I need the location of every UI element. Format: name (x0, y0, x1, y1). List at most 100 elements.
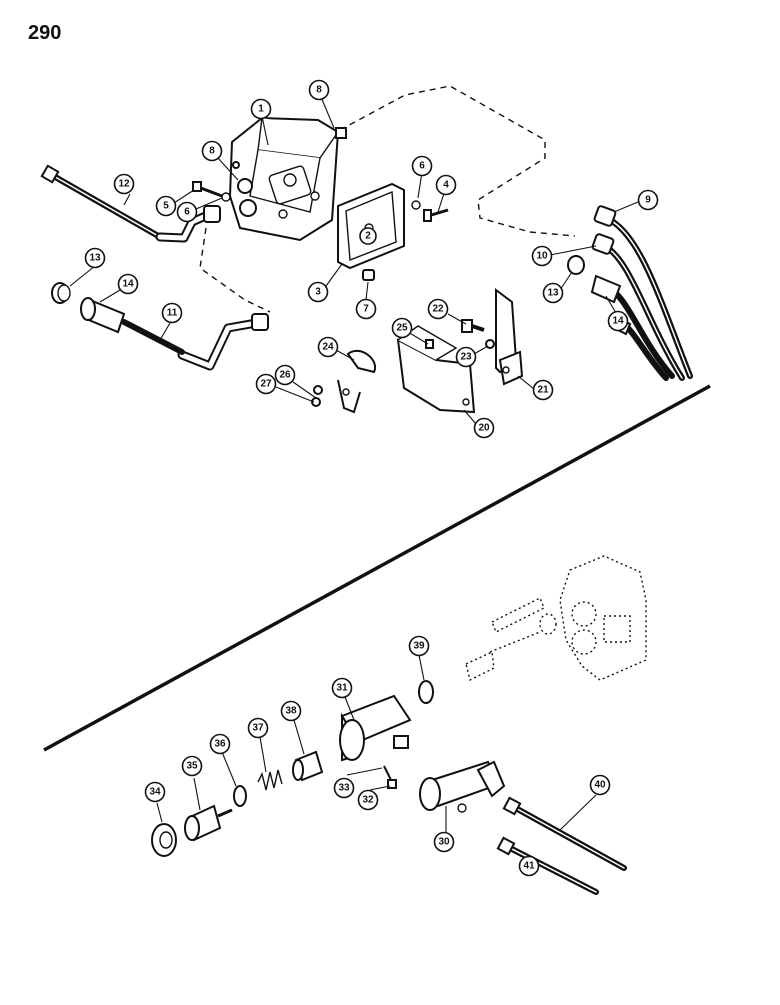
callout-24: 24 (317, 336, 339, 358)
phantom-housing (559, 555, 647, 681)
clamp-24 (337, 349, 377, 414)
svg-text:31: 31 (336, 683, 348, 694)
svg-text:12: 12 (118, 179, 130, 190)
hose-bundle-right (590, 205, 693, 381)
svg-text:40: 40 (594, 780, 606, 791)
svg-text:25: 25 (396, 323, 408, 334)
callout-30: 30 (433, 831, 455, 853)
callout-6a: 6 (176, 201, 198, 223)
hose-12 (40, 164, 221, 243)
callout-32: 32 (357, 789, 379, 811)
callout-13a: 13 (84, 247, 106, 269)
svg-text:21: 21 (537, 385, 549, 396)
callout-23: 23 (455, 346, 477, 368)
svg-text:24: 24 (322, 342, 334, 353)
callout-13b: 13 (542, 282, 564, 304)
callout-10: 10 (531, 245, 553, 267)
nut-7 (362, 269, 375, 281)
svg-text:41: 41 (523, 861, 535, 872)
svg-text:38: 38 (285, 706, 297, 717)
hose-40 (502, 796, 627, 871)
svg-text:14: 14 (122, 279, 134, 290)
svg-text:4: 4 (443, 180, 449, 191)
callout-38: 38 (280, 700, 302, 722)
svg-text:32: 32 (362, 795, 374, 806)
svg-text:13: 13 (89, 253, 101, 264)
callout-35: 35 (181, 755, 203, 777)
hose-41 (496, 836, 599, 895)
callout-21: 21 (532, 379, 554, 401)
svg-text:30: 30 (438, 837, 450, 848)
svg-text:34: 34 (149, 787, 161, 798)
callout-8b: 8 (201, 140, 223, 162)
housing-31 (339, 694, 412, 762)
callout-40: 40 (589, 774, 611, 796)
screw-5 (192, 181, 231, 202)
svg-text:10: 10 (536, 251, 548, 262)
callout-39: 39 (408, 635, 430, 657)
svg-text:7: 7 (363, 304, 369, 315)
callout-6b: 6 (411, 155, 433, 177)
svg-text:35: 35 (186, 761, 198, 772)
svg-text:26: 26 (279, 370, 291, 381)
callout-41: 41 (518, 855, 540, 877)
svg-text:22: 22 (432, 304, 444, 315)
callout-37: 37 (247, 717, 269, 739)
svg-text:27: 27 (260, 379, 272, 390)
svg-text:20: 20 (478, 423, 490, 434)
callout-22: 22 (427, 298, 449, 320)
callout-36: 36 (209, 733, 231, 755)
phantom-tube-route (199, 227, 271, 313)
fitting-30 (419, 760, 506, 813)
cap-13-left (51, 282, 71, 304)
callout-3: 3 (307, 281, 329, 303)
cap-13-right (567, 255, 585, 275)
callout-31: 31 (331, 677, 353, 699)
bracket-20 (396, 325, 476, 414)
svg-text:36: 36 (214, 739, 226, 750)
svg-text:8: 8 (316, 85, 322, 96)
svg-text:11: 11 (167, 308, 178, 319)
nut-34 (151, 823, 177, 857)
leader-lines (69, 96, 639, 863)
page-number: 290 (28, 22, 62, 44)
spring-37 (257, 769, 283, 791)
coupler-14-left (80, 297, 185, 355)
callout-20: 20 (473, 417, 495, 439)
callout-1: 1 (250, 98, 272, 120)
svg-text:1: 1 (258, 104, 264, 115)
callout-25: 25 (391, 317, 413, 339)
svg-text:33: 33 (338, 783, 350, 794)
svg-text:9: 9 (645, 195, 651, 206)
screw-25 (425, 339, 434, 349)
gasket-3 (337, 182, 405, 270)
callout-27: 27 (255, 373, 277, 395)
svg-text:13: 13 (547, 288, 559, 299)
svg-text:23: 23 (460, 352, 472, 363)
hose-11 (177, 313, 269, 371)
bolt-4 (411, 200, 449, 222)
callout-7: 7 (355, 298, 377, 320)
svg-text:8: 8 (209, 146, 215, 157)
callout-4: 4 (435, 174, 457, 196)
callout-34: 34 (144, 781, 166, 803)
svg-text:6: 6 (419, 161, 425, 172)
section-divider (43, 384, 711, 752)
plunger-35 (184, 804, 233, 842)
svg-text:2: 2 (365, 231, 371, 242)
callout-9: 9 (637, 189, 659, 211)
callout-26: 26 (274, 364, 296, 386)
bracket-21 (495, 288, 524, 386)
callout-12: 12 (113, 173, 135, 195)
callout-33: 33 (333, 777, 355, 799)
svg-text:39: 39 (413, 641, 425, 652)
phantom-spool-parts (465, 597, 557, 682)
svg-text:37: 37 (252, 723, 264, 734)
screw-32-33 (383, 765, 397, 789)
svg-text:14: 14 (612, 316, 624, 327)
valve-body (228, 116, 347, 242)
callout-11: 11 (161, 302, 183, 324)
svg-text:3: 3 (315, 287, 321, 298)
